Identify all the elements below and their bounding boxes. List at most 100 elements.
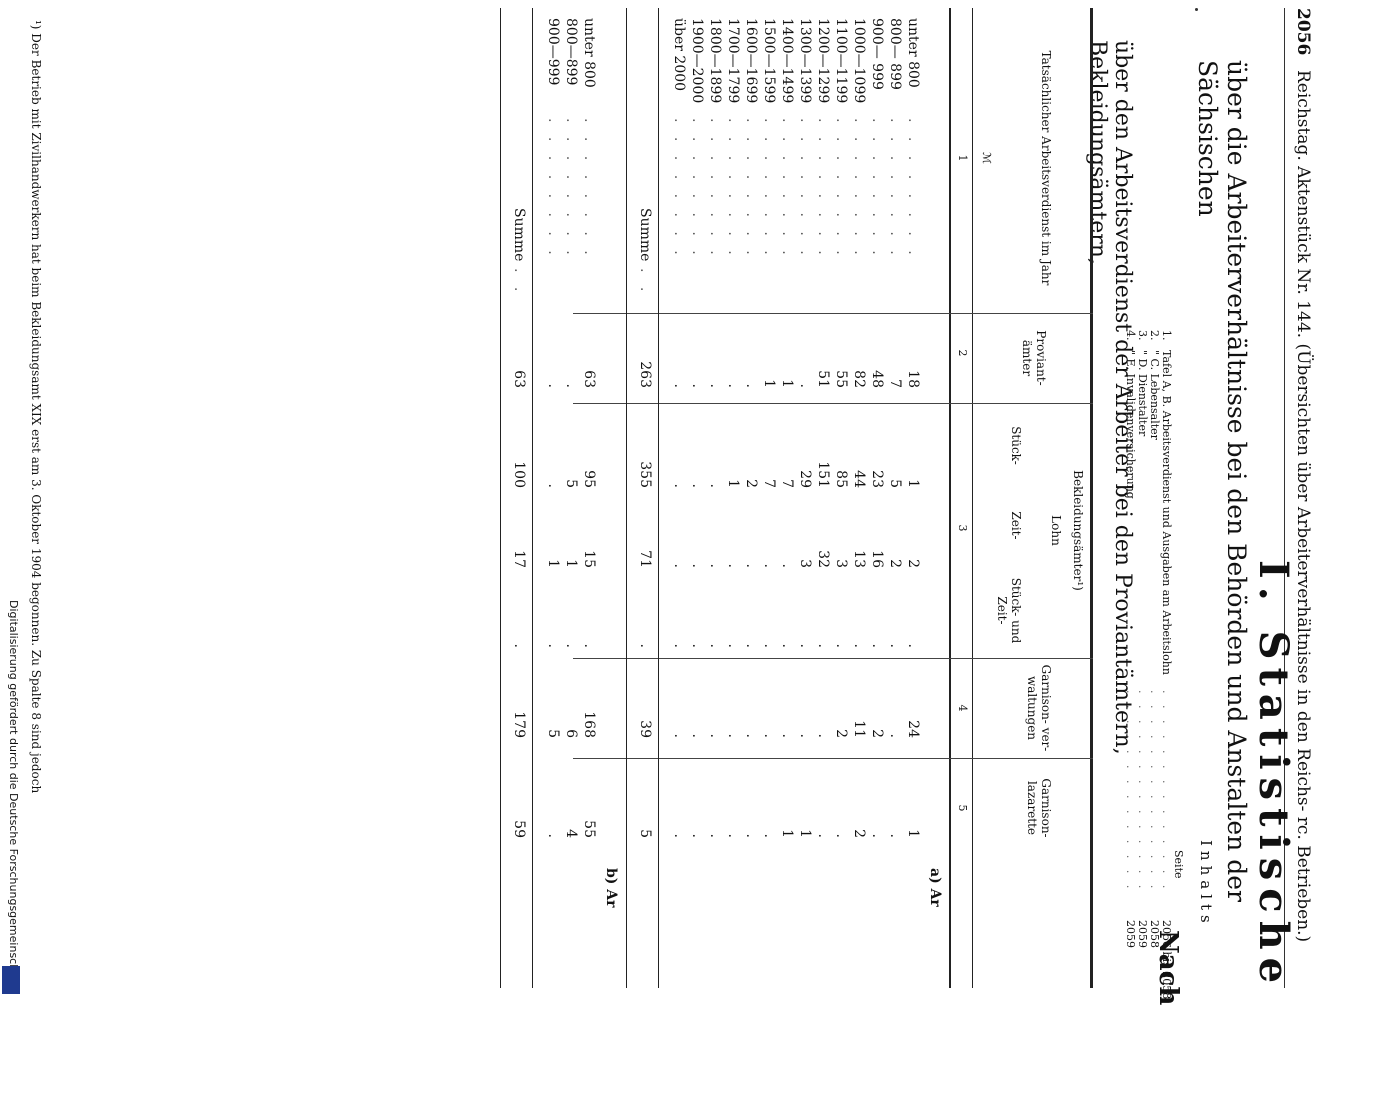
table-bottom-rule bbox=[500, 8, 501, 988]
cell-c2: 82 bbox=[851, 370, 867, 388]
cell-c3a: . bbox=[545, 483, 561, 488]
cell-c5: . bbox=[725, 833, 741, 838]
cell-c3a: 1 bbox=[725, 479, 741, 488]
header-garnison-lazarette: Garnison- lazarette bbox=[1025, 778, 1053, 838]
cell-c3b: 71 bbox=[637, 550, 653, 568]
row-label: 1300—1399 bbox=[797, 18, 813, 104]
row-label: 1600—1699 bbox=[743, 18, 759, 104]
sum-rule-b bbox=[532, 8, 533, 988]
column-number: 1 bbox=[956, 154, 969, 162]
toc-item-leader: . . . . . . . . . . . . . . bbox=[1160, 690, 1173, 893]
cell-c3b: 17 bbox=[511, 550, 527, 568]
page-number: 2056 bbox=[1293, 8, 1313, 56]
toc-item-num: 3. bbox=[1136, 330, 1149, 341]
cell-c2: . bbox=[545, 383, 561, 388]
toc-item-text: " C. Lebensalter bbox=[1148, 350, 1161, 440]
rotated-document: 2056 Reichstag. Aktenstück Nr. 144. (Übe… bbox=[29, 8, 1313, 1005]
cell-c2: 7 bbox=[887, 379, 903, 388]
cell-c2: . bbox=[725, 383, 741, 388]
cell-c5: 1 bbox=[905, 829, 921, 838]
cell-c3b: 2 bbox=[887, 559, 903, 568]
cell-c3b: 15 bbox=[581, 550, 597, 568]
cell-c4: . bbox=[761, 733, 777, 738]
header-garnison-verw: Garnison- ver- waltungen bbox=[1025, 664, 1053, 752]
row-leader: . . . . . . . . bbox=[743, 118, 759, 260]
cell-c3c: . bbox=[637, 643, 653, 648]
header-bekleidung: Bekleidungsämter¹) bbox=[1071, 470, 1085, 591]
row-leader: . . . . . . . . bbox=[869, 118, 885, 260]
cell-c3b: . bbox=[743, 563, 759, 568]
cell-c3a: 2 bbox=[743, 479, 759, 488]
row-label: 1900—2000 bbox=[689, 18, 705, 104]
cell-c3a: 29 bbox=[797, 470, 813, 488]
row-leader: . . . . . . . . bbox=[833, 118, 849, 260]
column-number: 3 bbox=[956, 524, 969, 532]
row-label: unter 800 bbox=[581, 18, 597, 88]
cell-c4: . bbox=[887, 733, 903, 738]
section-rule bbox=[626, 8, 627, 988]
cell-c3a: 151 bbox=[815, 461, 831, 488]
cell-c3c: . bbox=[869, 643, 885, 648]
cell-c3a: 7 bbox=[779, 479, 795, 488]
row-label: 1200—1299 bbox=[815, 18, 831, 104]
cell-c4: 2 bbox=[869, 729, 885, 738]
cell-c4: . bbox=[743, 733, 759, 738]
cell-c4: 2 bbox=[833, 729, 849, 738]
dfg-logo bbox=[2, 966, 20, 994]
cell-c4: 6 bbox=[563, 729, 579, 738]
toc-item: 2. " C. Lebensalter. . . . . . . . . . .… bbox=[1147, 60, 1161, 990]
cell-c2: 51 bbox=[815, 370, 831, 388]
cell-c5: . bbox=[671, 833, 687, 838]
toc-item-leader: . . . . . . . . . . . . . . bbox=[1148, 690, 1161, 893]
header-zeit: Zeit- bbox=[1009, 511, 1023, 540]
cell-c3b: . bbox=[779, 563, 795, 568]
row-leader: . . . . . . . . bbox=[779, 118, 795, 260]
cell-c3a: 85 bbox=[833, 470, 849, 488]
cell-c5: . bbox=[833, 833, 849, 838]
row-label: unter 800 bbox=[905, 18, 921, 88]
toc-seite-label: Seite bbox=[1172, 850, 1185, 879]
toc-item-text: Tafel A, B. Arbeitsverdienst und Ausgabe… bbox=[1160, 350, 1173, 675]
cell-c3c: . bbox=[761, 643, 777, 648]
section-label: a) Ar bbox=[927, 868, 943, 907]
cell-c2: 1 bbox=[779, 379, 795, 388]
cell-c3c: . bbox=[815, 643, 831, 648]
cell-c5: . bbox=[689, 833, 705, 838]
cell-c5: 1 bbox=[779, 829, 795, 838]
cell-c3a: 355 bbox=[637, 461, 653, 488]
row-label: 1500—1599 bbox=[761, 18, 777, 104]
row-leader: . . . . . . . . bbox=[545, 118, 561, 260]
row-leader: . . . . . . . . bbox=[905, 118, 921, 260]
cell-c2: 18 bbox=[905, 370, 921, 388]
cell-c3a: 95 bbox=[581, 470, 597, 488]
cell-c3c: . bbox=[563, 643, 579, 648]
row-leader: . . . . . . . . bbox=[671, 118, 687, 260]
row-leader: . . . . . . . . bbox=[887, 118, 903, 260]
funding-note: Digitalisierung gefördert durch die Deut… bbox=[7, 600, 20, 986]
cell-c2: . bbox=[563, 383, 579, 388]
cell-c3a: . bbox=[689, 483, 705, 488]
toc-item: 3. " D. Dienstalter. . . . . . . . . . .… bbox=[1135, 60, 1149, 990]
margin-dot bbox=[1195, 8, 1198, 11]
cell-c3b: 3 bbox=[797, 559, 813, 568]
cell-c3c: . bbox=[689, 643, 705, 648]
document-sheet: 2056 Reichstag. Aktenstück Nr. 144. (Übe… bbox=[29, 8, 1313, 1005]
cell-c2: 63 bbox=[511, 370, 527, 388]
cell-c4: 5 bbox=[545, 729, 561, 738]
row-leader: . . . . . . . . bbox=[851, 118, 867, 260]
cell-c2: . bbox=[689, 383, 705, 388]
row-label: über 2000 bbox=[671, 18, 687, 92]
cell-c3a: . bbox=[707, 483, 723, 488]
row-label: 1100—1199 bbox=[833, 18, 849, 104]
row-label: 1700—1799 bbox=[725, 18, 741, 104]
row-label: Summe bbox=[511, 208, 527, 262]
table-row: 900—999. . . . . . . ...1.5. bbox=[543, 8, 561, 988]
cell-c2: . bbox=[707, 383, 723, 388]
row-label: 800—899 bbox=[563, 18, 579, 86]
